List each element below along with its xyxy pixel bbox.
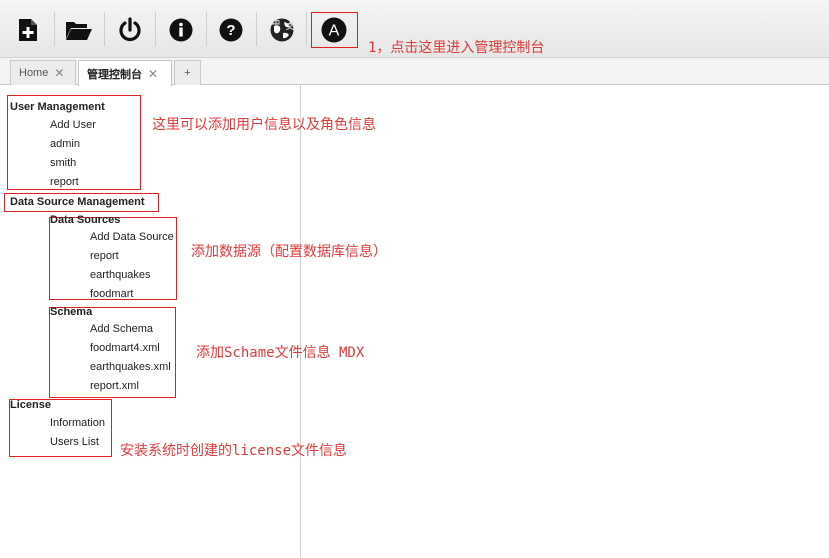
close-icon[interactable]: ✕ (54, 66, 65, 80)
schema-annotation: 添加Schame文件信息 MDX (196, 345, 365, 361)
license-annotation: 安装系统时创建的license文件信息 (120, 443, 348, 459)
new-icon[interactable] (13, 15, 43, 45)
tree-item-data-source[interactable]: report (90, 250, 119, 262)
schema-highlight (49, 307, 176, 398)
power-icon[interactable] (115, 15, 145, 45)
tree-item-user[interactable]: admin (50, 138, 80, 150)
license-highlight (9, 399, 112, 457)
tree-header-schema[interactable]: Schema (50, 306, 93, 318)
tree-item-user[interactable]: report (50, 176, 79, 188)
tab-bar: Home ✕ 管理控制台 ✕ + (0, 58, 829, 86)
tab-admin-console[interactable]: 管理控制台 ✕ (78, 60, 172, 86)
tree-item-user[interactable]: smith (50, 157, 77, 169)
tree-item-add-schema[interactable]: Add Schema (90, 323, 153, 335)
tree-item-data-source[interactable]: earthquakes (90, 269, 151, 281)
tree-item-add-user[interactable]: Add User (50, 119, 96, 131)
admin-console-highlight (311, 12, 358, 48)
svg-text:A: A (329, 23, 340, 40)
add-tab-button[interactable]: + (174, 60, 201, 85)
tree-header-data-sources[interactable]: Data Sources (50, 214, 121, 226)
tab-label: Home (19, 67, 49, 79)
tree-item-users-list[interactable]: Users List (50, 436, 99, 448)
data-sources-highlight (49, 217, 177, 300)
admin-console-annotation: 1，点击这里进入管理控制台 (368, 40, 545, 56)
tree-header-user-management[interactable]: User Management (10, 101, 105, 113)
tree-item-schema[interactable]: foodmart4.xml (90, 342, 160, 354)
tree-header-data-source-management[interactable]: Data Source Management (10, 196, 145, 208)
tab-home[interactable]: Home ✕ (10, 60, 76, 85)
svg-text:中: 中 (272, 18, 280, 28)
tree-item-schema[interactable]: earthquakes.xml (90, 361, 171, 373)
add-tab-label: + (184, 67, 191, 79)
tab-label: 管理控制台 (87, 68, 142, 81)
user-management-highlight (7, 95, 141, 190)
data-source-management-highlight (4, 193, 159, 212)
tree-item-data-source[interactable]: foodmart (90, 288, 134, 300)
close-icon[interactable]: ✕ (148, 66, 159, 81)
user-management-annotation: 这里可以添加用户信息以及角色信息 (152, 117, 376, 133)
svg-text:文: 文 (286, 21, 294, 31)
tree-header-license[interactable]: License (10, 399, 51, 411)
data-sources-annotation: 添加数据源（配置数据库信息） (191, 244, 387, 260)
svg-text:?: ? (226, 22, 235, 39)
tree-item-add-data-source[interactable]: Add Data Source (90, 231, 174, 243)
tree-item-information[interactable]: Information (50, 417, 106, 429)
panel-divider[interactable] (300, 85, 301, 558)
info-icon[interactable] (166, 15, 196, 45)
tree-item-schema[interactable]: report.xml (90, 380, 139, 392)
toolbar: ? 中 文 A (0, 0, 829, 58)
help-icon[interactable]: ? (216, 15, 246, 45)
admin-console-icon[interactable]: A (319, 15, 349, 45)
language-icon[interactable]: 中 文 (268, 15, 298, 45)
open-folder-icon[interactable] (64, 15, 94, 45)
